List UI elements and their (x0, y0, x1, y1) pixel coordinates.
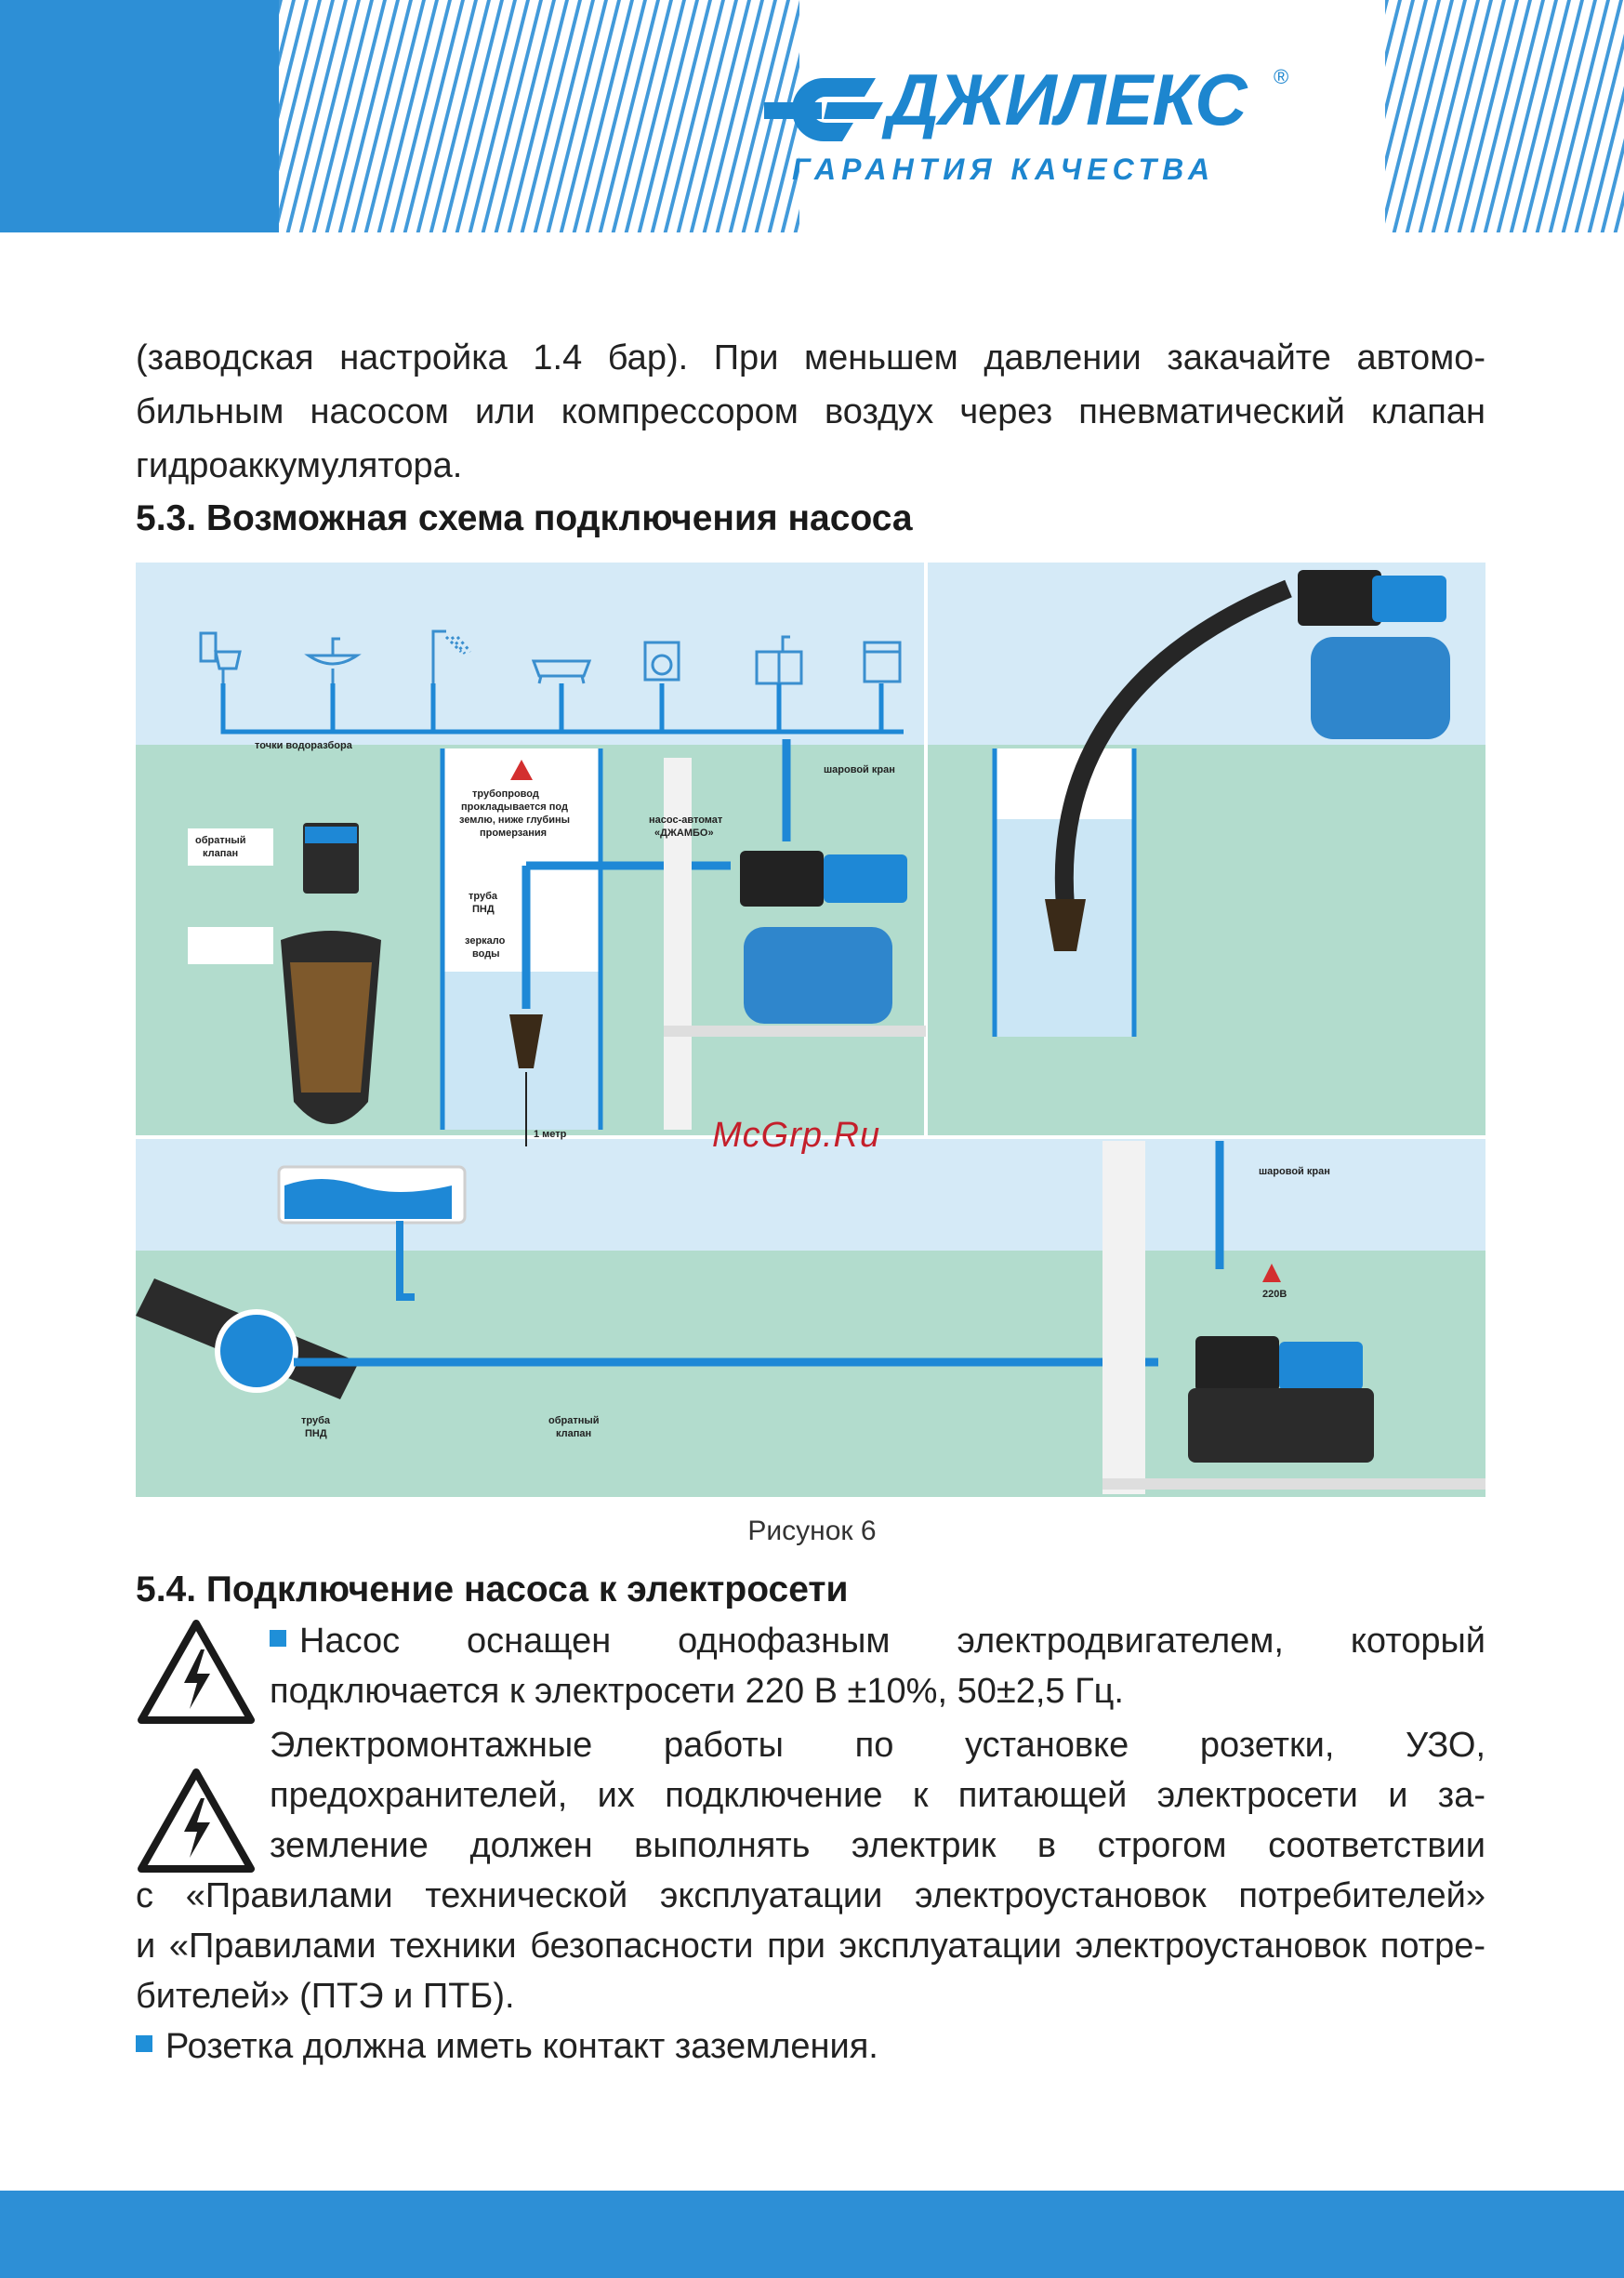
label-water-points: точки водоразбора (255, 740, 353, 751)
bullet1-line-2: подключается к электросети 220 В ±10%, 5… (270, 1672, 1124, 1711)
label-ball-valve-bottom: шаровой кран (1259, 1166, 1330, 1177)
sink-icon (304, 637, 362, 683)
label-pipe-underground-2: прокладывается под (461, 801, 568, 813)
bullet1-text-1: Насос оснащен однофазным электродвигател… (299, 1622, 1485, 1661)
label-pipe-underground-1: трубопровод (472, 788, 539, 800)
label-check-valve-bottom-1: обратный (548, 1415, 600, 1426)
bullet-marker (270, 1630, 286, 1647)
label-water-mirror-2: воды (472, 948, 500, 960)
connection-diagram: точки водоразбора трубопровод прокладыва… (136, 563, 1485, 1497)
brand-logo: ДЖИЛЕКС ® ГАРАНТИЯ КАЧЕСТВА (764, 63, 1294, 193)
label-one-meter: 1 метр (534, 1129, 567, 1140)
intro-line-2: бильным насосом или компрессором воздух … (136, 392, 1485, 431)
para2-line-6: бителей» (ПТЭ и ПТБ). (136, 1977, 515, 2016)
bathtub-icon (531, 659, 592, 684)
header-blue-block (0, 0, 279, 232)
shower-icon (431, 629, 472, 683)
label-check-valve-1: обратный (195, 835, 246, 846)
bullet1-line-1: Насос оснащен однофазным электродвигател… (270, 1614, 1485, 1668)
toilet-icon (199, 631, 242, 683)
para2-line-3: земление должен выполнять электрик в стр… (270, 1826, 1485, 1865)
bullet2-text: Розетка должна иметь контакт заземления. (165, 2027, 878, 2066)
label-pipe-underground-4: промерзания (480, 828, 547, 839)
label-check-valve-bottom-2: клапан (556, 1428, 591, 1439)
intro-line-3: гидроаккумулятора. (136, 446, 463, 485)
label-check-valve-2: клапан (203, 848, 238, 859)
label-voltage: 220В (1262, 1289, 1287, 1300)
label-pipe-pnd-2: ПНД (472, 904, 495, 915)
label-water-mirror-1: зеркало (465, 935, 506, 947)
brand-registered: ® (1274, 65, 1289, 88)
dishwasher-icon (863, 641, 902, 683)
watermark: McGrp.Ru (712, 1116, 881, 1155)
section-5-3-title: 5.3. Возможная схема подключения насоса (136, 498, 913, 538)
para2-line-4: с «Правилами технической эксплуатации эл… (136, 1876, 1485, 1915)
header-stripes (279, 0, 1624, 232)
electric-warning-icon-2 (138, 1768, 255, 1873)
label-pipe-pnd-bottom-1: труба (301, 1415, 331, 1426)
label-pump-auto-2: «ДЖАМБО» (654, 828, 714, 839)
label-pipe-underground-3: землю, ниже глубины (459, 815, 570, 826)
label-ball-valve: шаровой кран (824, 764, 895, 775)
bullet2-line: Розетка должна иметь контакт заземления. (136, 2020, 1485, 2073)
label-pump-auto-1: насос-автомат (649, 815, 723, 826)
brand-logo-mark (764, 78, 883, 141)
brand-name: ДЖИЛЕКС (887, 59, 1248, 140)
brand-tagline: ГАРАНТИЯ КАЧЕСТВА (792, 152, 1216, 186)
footer-bar (0, 2191, 1624, 2278)
washing-machine-icon (643, 641, 680, 682)
section-5-4-title: 5.4. Подключение насоса к электросети (136, 1569, 849, 1609)
label-pipe-pnd-bottom-2: ПНД (305, 1428, 327, 1439)
para2-line-5: и «Правилами техники безопасности при эк… (136, 1927, 1485, 1966)
electric-warning-icon-1 (138, 1620, 255, 1724)
para2-line-1: Электромонтажные работы по установке роз… (270, 1726, 1485, 1765)
intro-line-1: (заводская настройка 1.4 бар). При меньш… (136, 338, 1485, 377)
figure-caption: Рисунок 6 (747, 1516, 877, 1546)
label-pipe-pnd-1: труба (469, 891, 498, 902)
para2-line-2: предохранителей, их подключение к питающ… (270, 1776, 1485, 1815)
bullet-marker-2 (136, 2035, 152, 2052)
